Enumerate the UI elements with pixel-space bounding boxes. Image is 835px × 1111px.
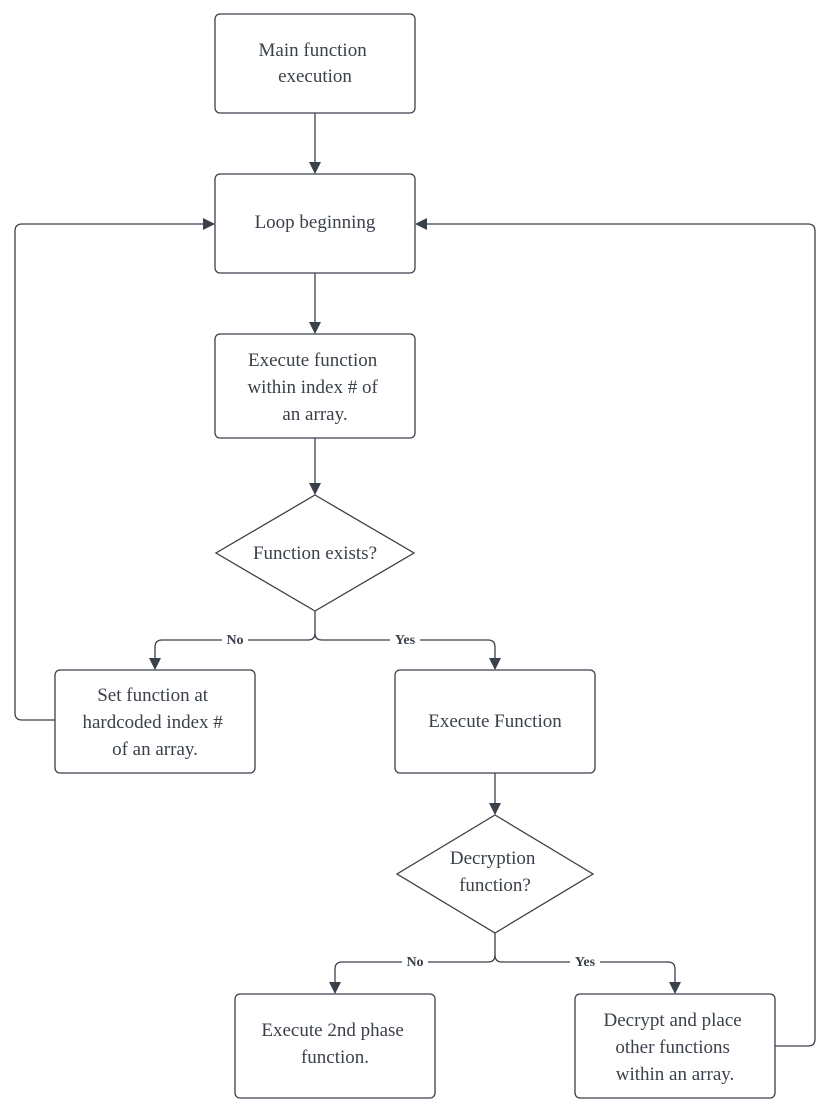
node-second-phase-line-2: function. [301,1047,369,1068]
edge-label-decrypt-no: No [406,955,423,970]
node-exec-index-line-2: within index # of [247,377,378,398]
node-main-line-2: execution [278,66,352,87]
edge-label-exists-yes: Yes [395,633,416,648]
edge-label-decrypt-yes: Yes [575,955,596,970]
node-execute-function-within-index: Execute function within index # of an ar… [214,333,416,439]
edges [14,113,816,1047]
node-main-function-execution: Main function execution [214,13,416,114]
node-main-line-1: Main function [259,40,368,61]
edge-place-to-loop [415,218,816,1047]
decision-decrypt-line-2: function? [459,875,531,896]
decision-decrypt-line-1: Decryption [450,848,536,869]
decision-function-exists: Function exists? [214,494,416,612]
node-loop-beginning: Loop beginning [214,173,416,274]
svg-text:Execute Function: Execute Function [428,711,562,732]
node-second-phase-line-1: Execute 2nd phase [261,1020,403,1041]
svg-text:Decrypt and place other: Decrypt and place other functions within… [604,1010,747,1085]
edge-decrypt-yes [494,954,681,994]
node-exec-func-line-1: Execute Function [428,711,562,732]
svg-text:Set function at hardcode: Set function at hardcoded index # of an … [82,685,227,760]
node-set-func-line-1: Set function at [97,685,209,706]
svg-text:Main function execution: Main function execution [259,40,372,87]
edge-exists-yes [314,632,501,670]
node-decrypt-place-line-1: Decrypt and place [604,1010,742,1031]
node-execute-2nd-phase: Execute 2nd phase function. [234,993,436,1099]
edge-labels: No Yes No Yes [222,631,600,970]
decision-decryption-function: Decryption function? [395,814,595,934]
node-decrypt-place-line-2: other functions [615,1037,730,1058]
edge-set-to-loop [14,218,215,721]
svg-text:Loop beginning: Loop beginning [255,212,376,233]
node-execute-function: Execute Function [394,669,596,774]
node-set-func-line-3: of an array. [112,739,198,760]
svg-text:Execute function within: Execute function within index # of an ar… [247,350,382,425]
edge-label-exists-no: No [226,633,243,648]
svg-text:Execute 2nd phase functi: Execute 2nd phase function. [261,1020,408,1068]
decision-exists-line-1: Function exists? [253,543,377,564]
svg-text:Decryption function?: Decryption function? [450,848,540,896]
svg-text:Function exists?: Function exists? [253,543,377,564]
node-decrypt-and-place: Decrypt and place other functions within… [574,993,776,1099]
node-exec-index-line-3: an array. [282,404,347,425]
node-set-func-line-2: hardcoded index # [82,712,223,733]
node-decrypt-place-line-3: within an array. [616,1064,735,1085]
node-set-function-hardcoded: Set function at hardcoded index # of an … [54,669,256,774]
node-exec-index-line-1: Execute function [248,350,378,371]
node-loop-line-1: Loop beginning [255,212,376,233]
